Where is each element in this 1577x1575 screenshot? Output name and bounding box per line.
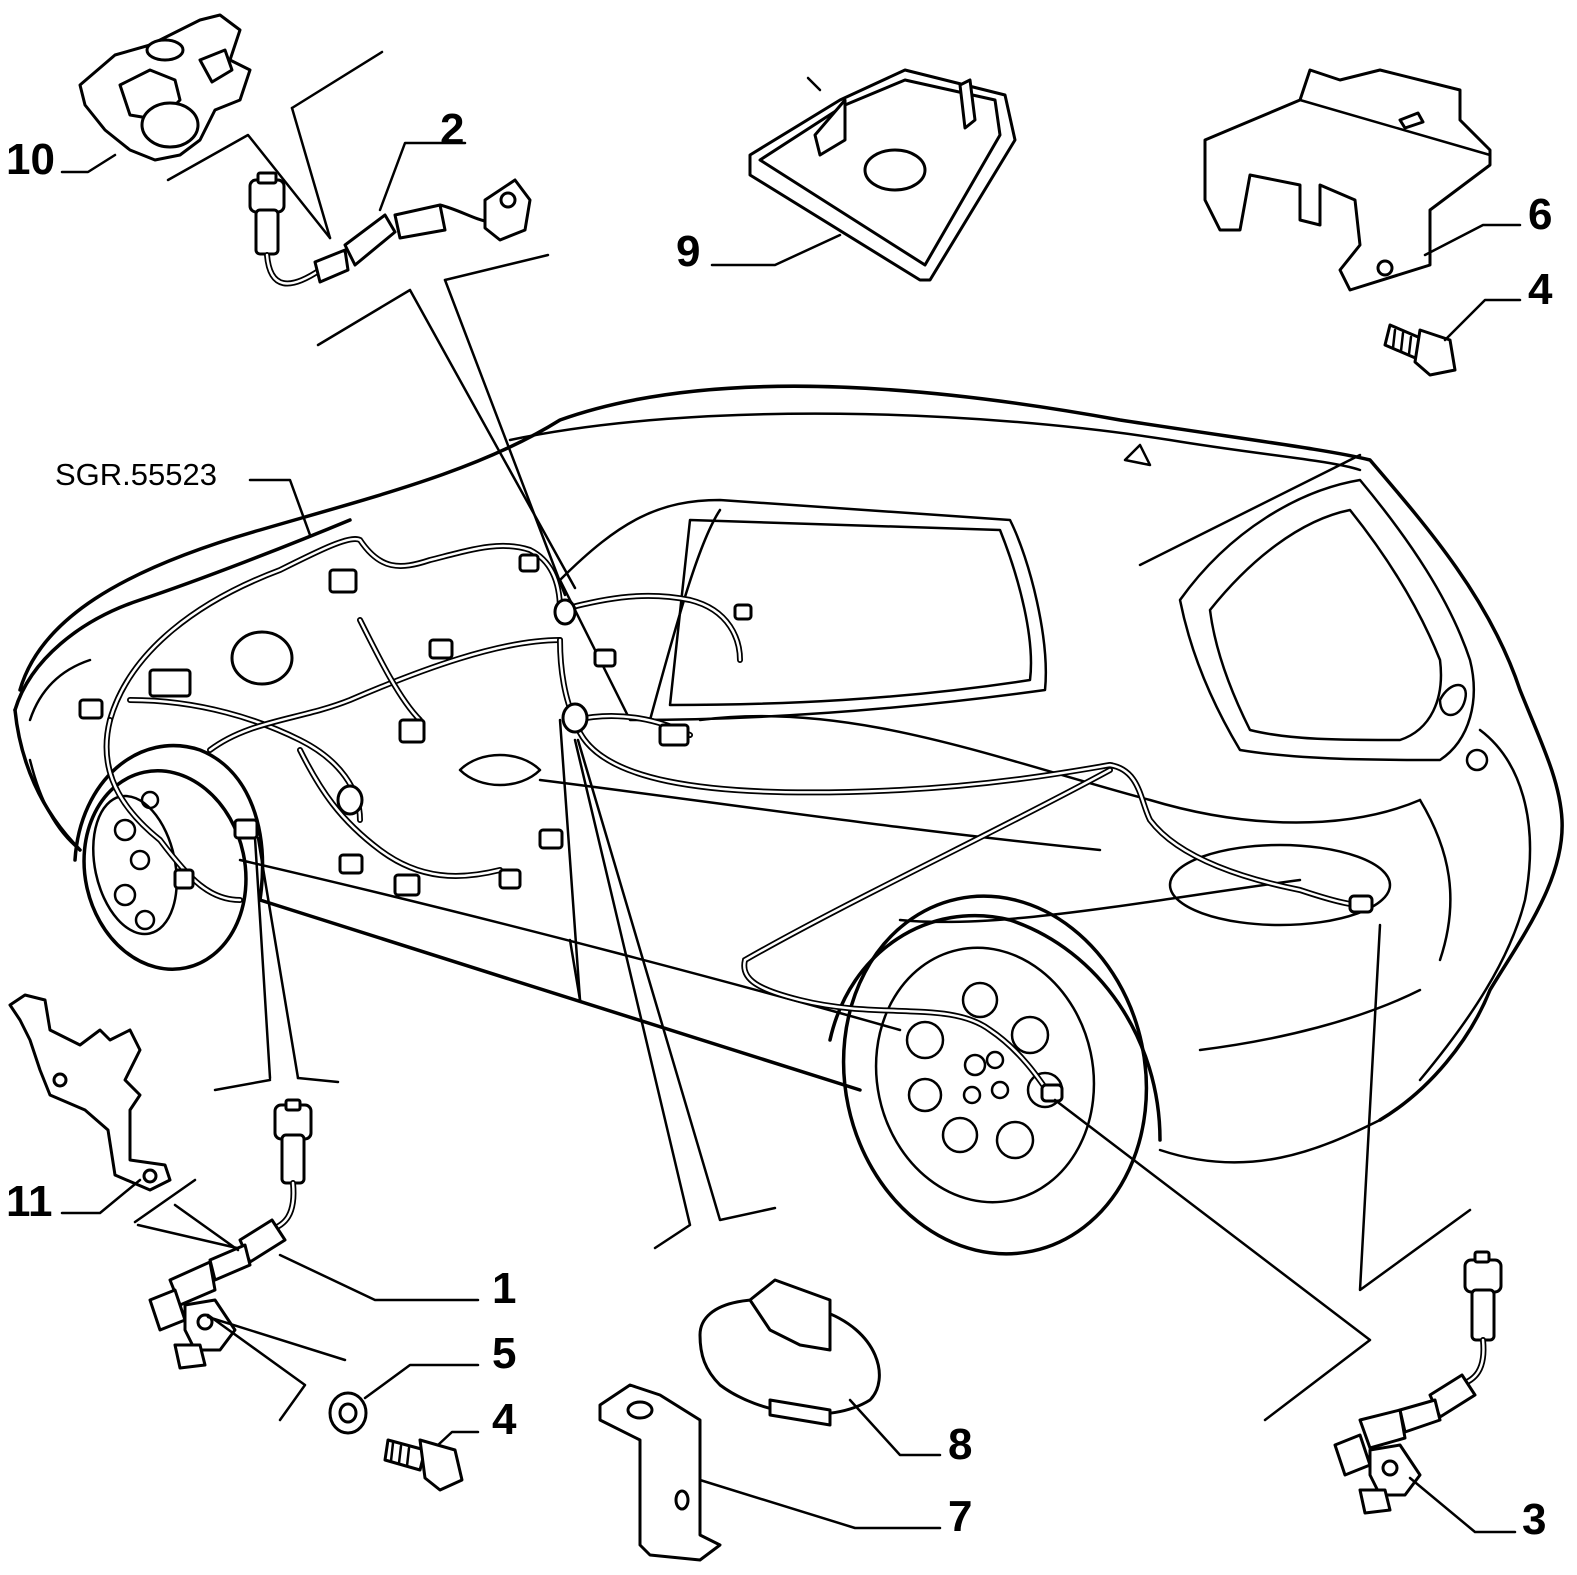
part-1-sensor [148, 1098, 313, 1370]
callout-1: 1 [492, 1264, 517, 1313]
wiring-harness [78, 536, 1374, 1103]
callout-6: 6 [1528, 190, 1553, 239]
car-body [13, 384, 1564, 1256]
part-4-bolt-top [1383, 323, 1457, 377]
callout-4-bottom: 4 [492, 1395, 517, 1444]
part-2-sensor [248, 171, 532, 287]
callout-11: 11 [6, 1177, 53, 1226]
callout-3: 3 [1522, 1495, 1547, 1544]
callout-5: 5 [492, 1329, 517, 1378]
leader-lines [60, 50, 1522, 1534]
part-11-bracket [8, 993, 172, 1192]
part-10-bracket [78, 13, 252, 162]
part-4-bolt-bottom [383, 1438, 464, 1492]
callout-9: 9 [676, 227, 701, 276]
callout-4-top: 4 [1528, 265, 1553, 314]
part-8-clip [698, 1278, 881, 1427]
callout-8: 8 [948, 1420, 973, 1469]
part-3-sensor [1333, 1250, 1503, 1515]
callout-2: 2 [440, 105, 465, 154]
part-5-washer [328, 1391, 368, 1435]
reference-code: SGR.55523 [55, 457, 217, 492]
part-7-bracket [598, 1383, 722, 1562]
callout-7: 7 [948, 1492, 973, 1541]
part-6-bracket [1203, 68, 1492, 292]
part-9-bracket [748, 68, 1017, 282]
callout-10: 10 [6, 135, 55, 184]
